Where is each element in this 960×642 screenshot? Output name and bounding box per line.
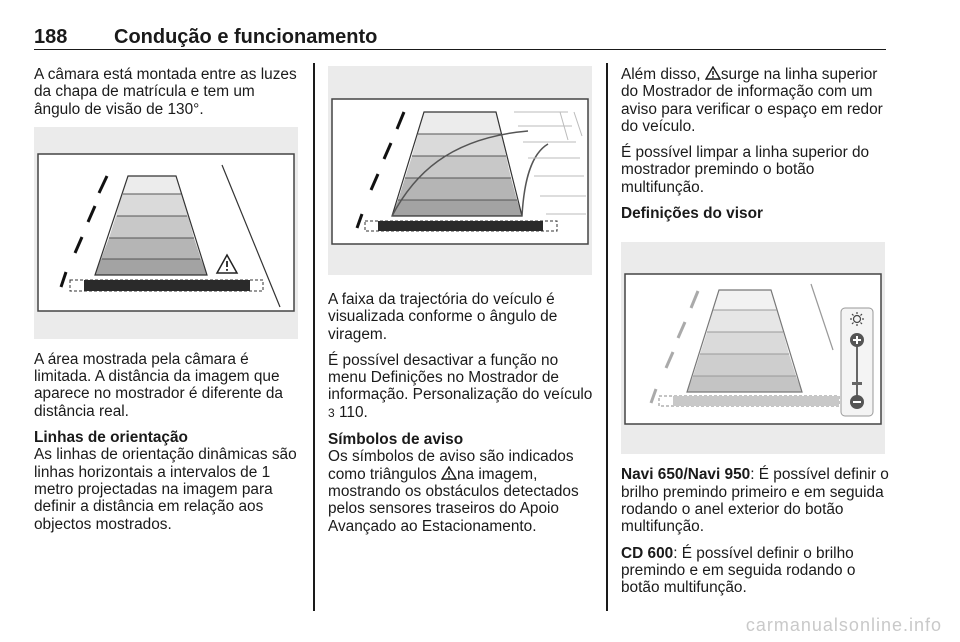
trajectory-view-image (331, 98, 589, 245)
guidelines-text: As linhas de orientação dinâmicas são li… (34, 446, 297, 533)
warning-symbols-text: Os símbolos de aviso são indicados como … (328, 448, 579, 535)
camera-intro-text: A câmara está montada entre as luzes da … (34, 66, 297, 118)
column-1: A câmara está montada entre as luzes da … (34, 66, 302, 542)
camera-view-figure-1 (34, 126, 298, 339)
camera-view-figure-2 (328, 66, 592, 275)
warning-triangle-icon (704, 66, 721, 80)
camera-view-guidelines-image (37, 153, 295, 312)
page-number: 188 (34, 26, 68, 48)
also-warning-text: Além disso, surge na linha superior do M… (621, 66, 883, 135)
page-header: 188 Condução e funcionamento (34, 25, 886, 50)
deactivate-text: É possível desactivar a função no menu D… (328, 351, 593, 421)
display-settings-figure (621, 242, 885, 455)
page-reference-arrow-icon: 3 (328, 405, 335, 420)
column-divider-1 (313, 63, 315, 611)
warning-symbols-heading: Símbolos de aviso (328, 431, 464, 449)
sun-brightness-icon (850, 312, 864, 327)
brightness-settings-image (624, 273, 882, 426)
column-divider-2 (606, 63, 608, 611)
watermark: carmanualsonline.info (745, 615, 942, 635)
cd-brightness-text: CD 600: É possível definir o brilho prem… (621, 544, 856, 597)
camera-area-text: A área mostrada pela câmara é limitada. … (34, 350, 283, 420)
navi-model-label: Navi 650/Navi 950 (621, 466, 751, 484)
cd-model-label: CD 600 (621, 544, 674, 562)
column-2: A faixa da trajectória do veículo é visu… (328, 66, 594, 544)
navi-brightness-text: Navi 650/Navi 950: É possível definir o … (621, 466, 889, 536)
guidelines-heading: Linhas de orientação (34, 429, 188, 447)
display-settings-heading: Definições do visor (621, 205, 763, 223)
page-reference-number: 110. (338, 403, 368, 421)
chapter-title: Condução e funcionamento (114, 26, 378, 48)
warning-triangle-icon (440, 465, 457, 480)
clear-top-line-text: É possível limpar a linha superior do mo… (621, 144, 870, 196)
plus-icon (850, 333, 864, 348)
trajectory-text: A faixa da trajectória do veículo é visu… (328, 291, 558, 343)
column-3: Além disso, surge na linha superior do M… (621, 66, 889, 605)
minus-icon (850, 395, 864, 410)
